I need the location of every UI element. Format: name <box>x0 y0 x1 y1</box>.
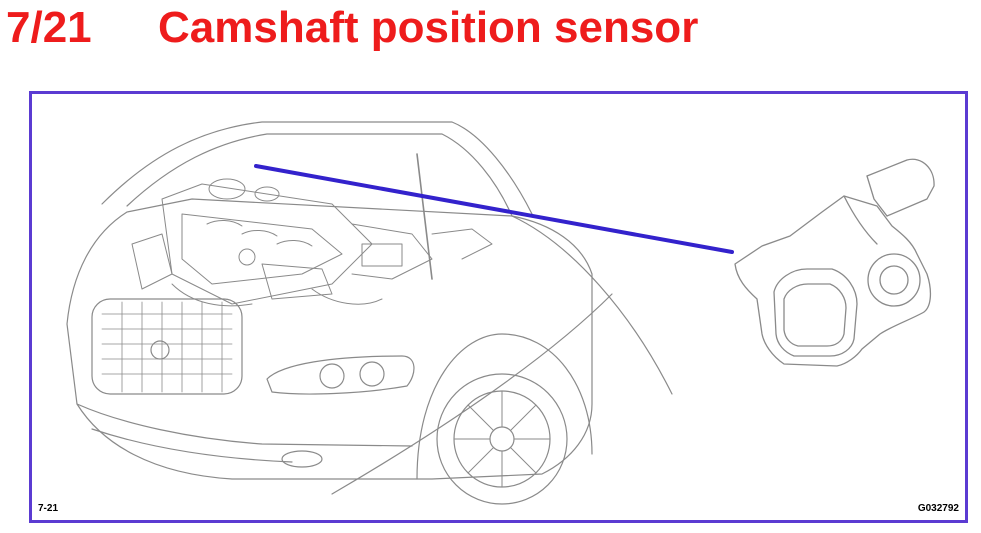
pointer-line <box>254 164 734 254</box>
sensor-body <box>734 195 932 367</box>
section-number: 7/21 <box>6 3 92 52</box>
car-hood-inner <box>126 133 513 217</box>
sensor-connector <box>773 268 858 357</box>
page-title: Camshaft position sensor <box>158 3 699 52</box>
illustration-frame: 7-21 G032792 <box>29 91 968 523</box>
page-header: 7/21 Camshaft position sensor <box>0 0 981 70</box>
car-hood-prop <box>416 153 433 280</box>
sensor-mount-hole <box>867 253 921 307</box>
car-windshield <box>511 215 673 395</box>
camshaft-sensor-illustration <box>734 158 935 367</box>
engine-compartment <box>131 178 493 307</box>
car-foglight <box>281 450 323 468</box>
car-bumper <box>76 403 413 447</box>
figure-label: 7-21 <box>38 503 59 514</box>
car-headlight <box>266 355 415 395</box>
illustration-svg <box>66 121 935 505</box>
car-grille <box>91 298 243 395</box>
car-logo <box>150 340 170 360</box>
sensor-shaft <box>866 158 935 217</box>
car-illustration <box>66 121 673 505</box>
car-hood <box>101 121 533 215</box>
car-wheel-arch <box>416 333 593 480</box>
car-wheel <box>436 373 568 505</box>
figure-code: G032792 <box>917 503 959 514</box>
car-body <box>66 198 593 480</box>
